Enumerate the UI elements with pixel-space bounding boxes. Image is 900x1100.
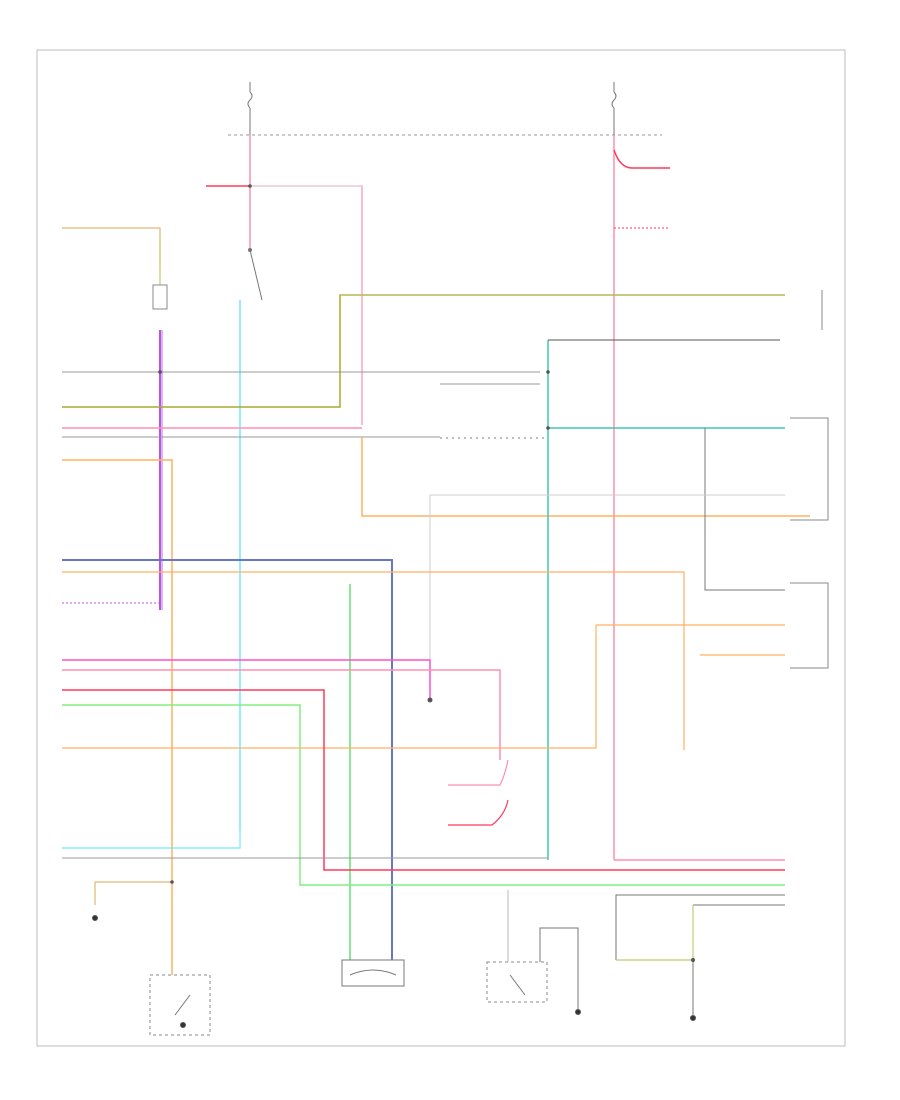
overdrive-switch-block — [149, 974, 211, 1036]
wire-olive-bottom — [616, 905, 694, 961]
wire-gray-stop-lamp — [539, 927, 579, 1010]
connector-bracket-3 — [790, 582, 829, 669]
stop-lamp-switch-block — [486, 961, 548, 1003]
wire-gray-bottom — [615, 894, 785, 960]
wire-orange-460 — [62, 459, 173, 975]
ground-icon-right — [690, 1015, 696, 1021]
switch-icon-bottom-left — [174, 994, 191, 1016]
ground-icon-overdrive — [180, 1022, 186, 1028]
wire-blue-560 — [62, 559, 393, 960]
wire-orange-572 — [62, 571, 685, 750]
wire-orange-625-drop — [62, 625, 597, 749]
wire-pink-top-right — [250, 185, 363, 425]
switch-icon-bottom-mid — [509, 974, 526, 996]
wire-green-705 — [62, 704, 785, 886]
wire-pink-670 — [62, 669, 501, 760]
wire-olive-407 — [62, 294, 785, 408]
wire-tan-880 — [94, 881, 172, 905]
wire-red-sensor-2 — [448, 799, 509, 826]
fuse-icon-left — [247, 82, 253, 135]
switch-icon-left — [248, 248, 263, 301]
ground-icon-mid — [575, 1009, 581, 1015]
splice-dots — [158, 184, 695, 962]
diode-block — [152, 284, 168, 310]
sensor-coil-icon — [349, 969, 397, 976]
wire-blue-848 — [62, 830, 241, 849]
ground-icon-left — [92, 915, 98, 921]
wire-gray-right-loop — [704, 428, 785, 591]
wire-red-690 — [62, 689, 785, 871]
wire-orange-right — [361, 437, 810, 517]
wire-red-sensor-1 — [448, 759, 509, 786]
connector-bracket-2 — [790, 417, 829, 521]
wire-magenta-660 — [62, 659, 431, 700]
output-shaft-sensor-block — [341, 959, 405, 987]
fuse-icon-right — [611, 82, 617, 135]
diagram-frame — [36, 49, 846, 1047]
wire-tan-left-1 — [62, 227, 161, 265]
wire-red-upshift-lamp — [613, 149, 670, 169]
